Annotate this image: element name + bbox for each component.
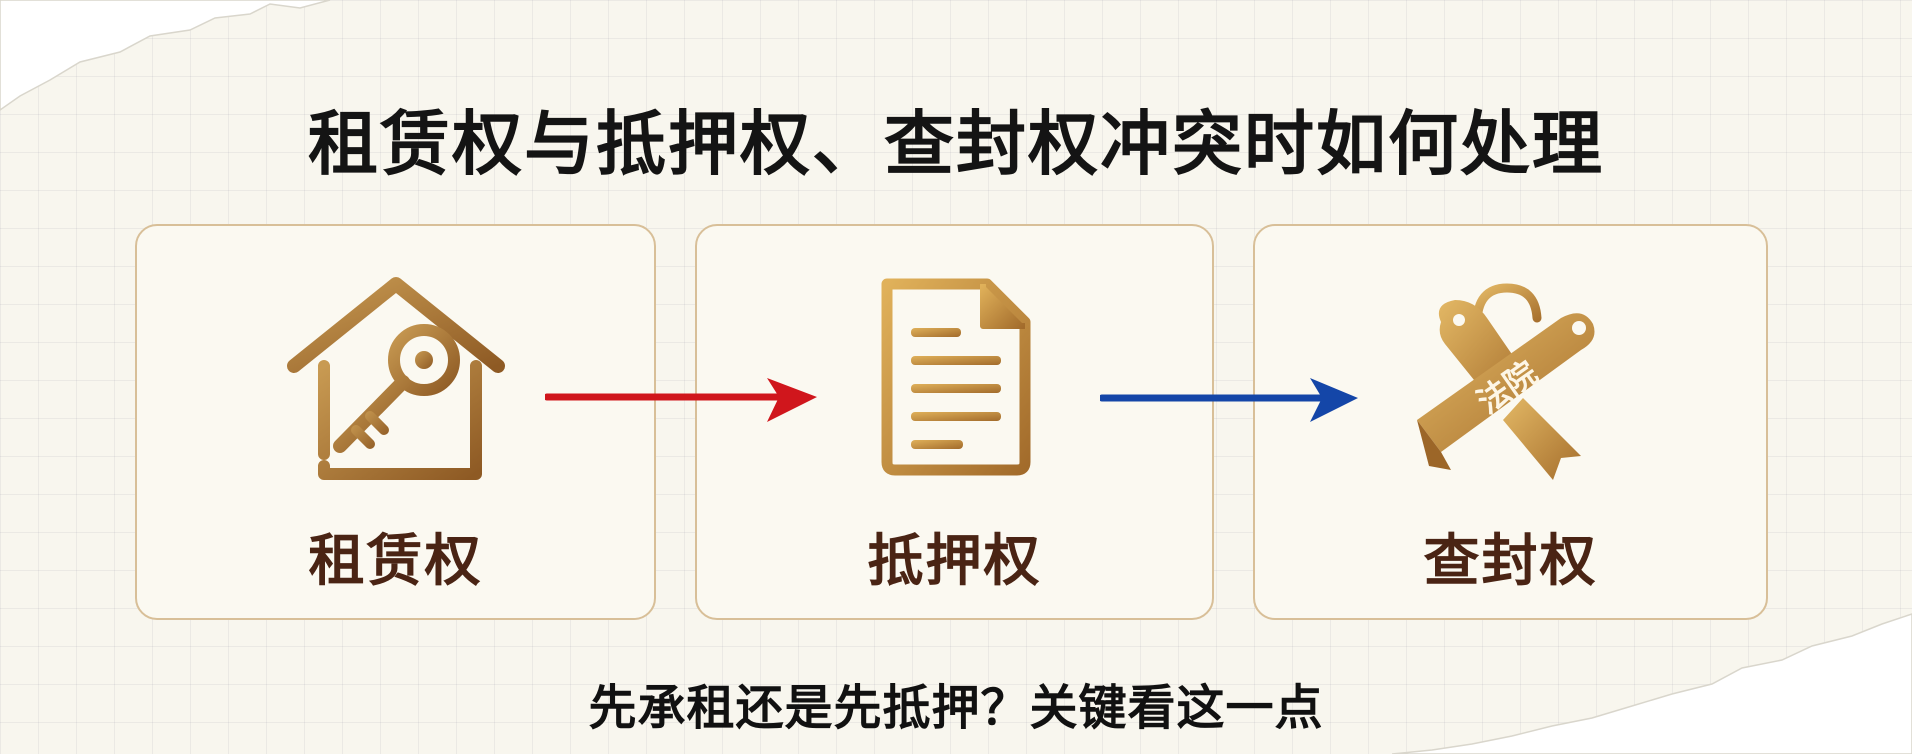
card-label-mortgage: 抵押权 [867, 528, 1042, 594]
card-lease-right: 租赁权 [135, 224, 656, 620]
document-icon [881, 278, 1030, 476]
arrow-right-red [545, 378, 817, 422]
card-seizure-right: 法院 查封权 [1253, 224, 1768, 620]
page-subtitle: 先承租还是先抵押？关键看这一点 [588, 680, 1324, 736]
page-title: 租赁权与抵押权、查封权冲突时如何处理 [308, 102, 1604, 185]
court-seal-icon: 法院 [1416, 283, 1594, 480]
arrow-right-blue [1100, 378, 1358, 422]
card-label-lease: 租赁权 [308, 528, 483, 594]
card-label-seizure: 查封权 [1423, 528, 1598, 594]
card-mortgage-right: 抵押权 [695, 224, 1214, 620]
house-key-icon [286, 277, 505, 480]
